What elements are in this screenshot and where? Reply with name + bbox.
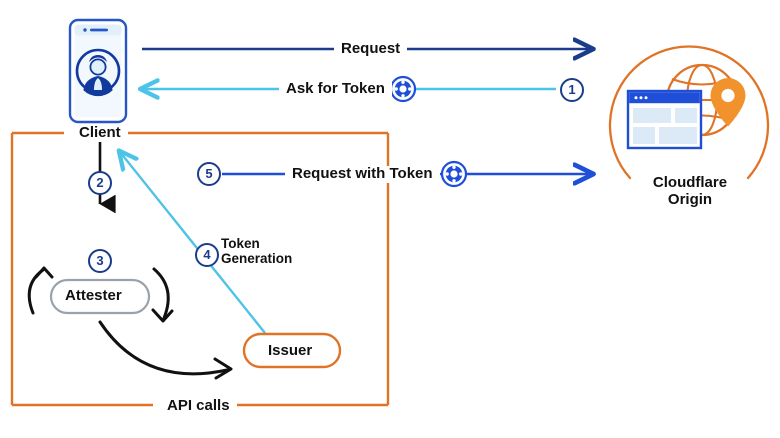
issuer-node [242,332,342,369]
step-marker-4 [195,243,219,267]
step-number-1: 1 [568,82,576,97]
step-number-3: 3 [96,253,104,268]
step-marker-1 [560,78,584,102]
token-generation-line2: Generation [221,251,293,267]
step-number-4: 4 [203,247,211,262]
step-marker-5 [197,162,221,186]
attester-node-label: Attester [65,287,122,304]
flow-label-token-generation: Token Generation [221,236,313,266]
boundary-label-api-calls: API calls [160,397,237,415]
token-icon [389,75,417,103]
flow-attestation-loop-right [151,267,174,323]
flow-label-ask-for-token: Ask for Token [279,80,392,98]
step-number-2: 2 [96,175,104,190]
issuer-node-label: Issuer [268,342,313,359]
step-marker-3 [88,249,112,273]
origin-node-label: Cloudflare Origin [640,174,740,209]
flow-attester-to-issuer-arrow [98,320,233,380]
flow-label-request-with-token: Request with Token [285,165,440,183]
boundary-label-client: Client [72,124,128,142]
browser-window-icon [626,89,703,150]
step-marker-2 [88,171,112,195]
origin-label-line2: Origin [667,190,713,208]
token-generation-line1: Token [221,236,260,251]
flow-label-request: Request [334,40,408,58]
flow-attestation-loop-left [27,266,54,315]
mobile-phone-user-icon [68,18,128,124]
origin-label-line1: Cloudflare [652,174,728,191]
origin-arc [608,45,770,180]
attester-node [49,278,151,315]
map-pin-icon [710,78,746,127]
step-number-5: 5 [205,166,213,181]
token-icon [440,160,468,188]
flow-token-generation-arrow [120,152,266,334]
